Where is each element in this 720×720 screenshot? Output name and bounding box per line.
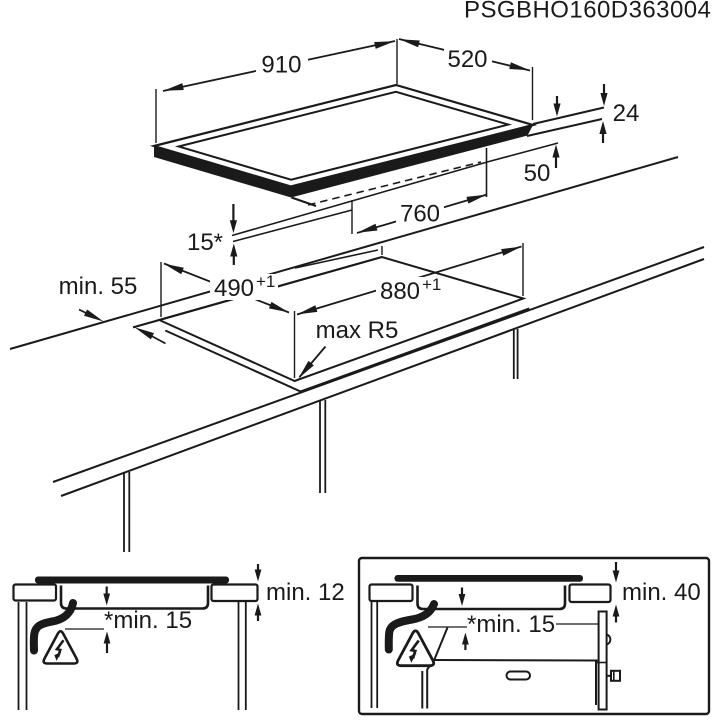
svg-text:PSGBHO160D363004: PSGBHO160D363004 (464, 0, 711, 24)
svg-text:max R5: max R5 (316, 317, 399, 344)
svg-text:880: 880 (380, 278, 420, 305)
svg-text:760: 760 (400, 201, 440, 228)
svg-text:24: 24 (613, 100, 640, 127)
svg-text:+1: +1 (256, 272, 275, 291)
svg-text:520: 520 (447, 46, 487, 73)
svg-text:min. 40: min. 40 (622, 579, 701, 606)
svg-text:910: 910 (261, 52, 301, 79)
svg-text:*min. 15: *min. 15 (467, 611, 555, 638)
svg-text:+1: +1 (422, 275, 441, 294)
svg-text:*min. 15: *min. 15 (104, 607, 192, 634)
svg-text:min. 55: min. 55 (59, 273, 138, 300)
svg-text:min. 12: min. 12 (266, 579, 345, 606)
svg-text:15*: 15* (187, 229, 223, 256)
svg-text:490: 490 (214, 275, 254, 302)
svg-text:50: 50 (524, 160, 551, 187)
